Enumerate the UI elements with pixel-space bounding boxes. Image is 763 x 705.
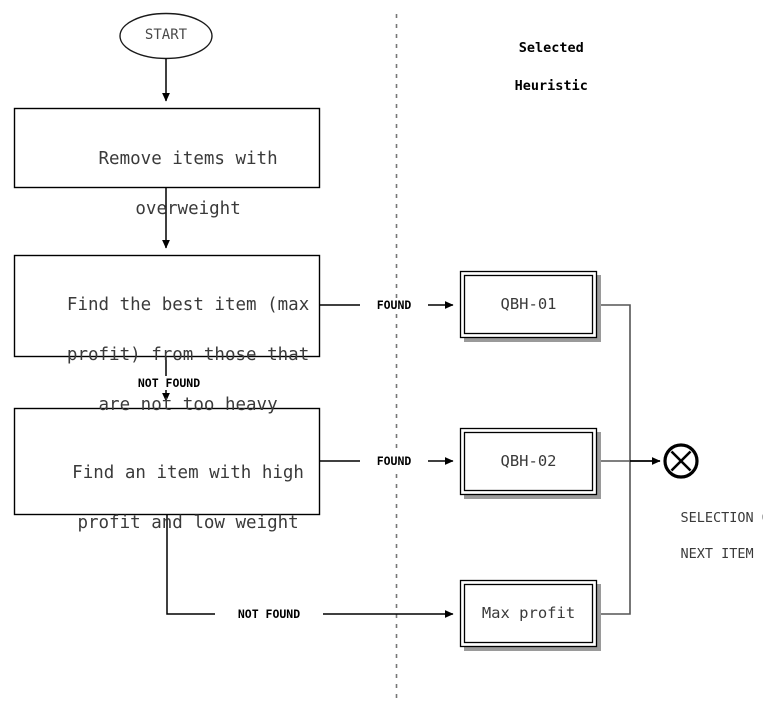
process-3-line-1: Find an item with high xyxy=(72,463,304,483)
process-label-remove-overweight: Remove items with overweight xyxy=(15,122,319,247)
terminal-caption-line-2: NEXT ITEM xyxy=(680,546,754,562)
column-title-selected-heuristic: Selected Heuristic xyxy=(440,20,630,115)
process-label-find-best-item: Find the best item (max profit) from tho… xyxy=(15,268,319,443)
heuristic-label-qbh-01: QBH-01 xyxy=(500,295,557,313)
process-1-line-1: Remove items with xyxy=(98,149,278,169)
edge-label-not-found-2: NOT FOUND xyxy=(215,607,323,621)
heuristic-box-max-profit-inner xyxy=(463,583,594,644)
heuristic-box-qbh-02-inner xyxy=(463,431,594,492)
edge-label-not-found-1: NOT FOUND xyxy=(111,376,227,390)
column-title-line-2: Heuristic xyxy=(514,78,588,94)
bus-max-profit-to-merge xyxy=(601,461,631,615)
edge-find-high-not-found xyxy=(166,515,454,618)
process-3-line-2: profit and low weight xyxy=(77,513,299,533)
process-box-find-high-profit xyxy=(13,407,321,516)
terminal-x-stroke-2 xyxy=(670,450,692,472)
process-2-line-2: profit) from those that xyxy=(66,345,310,365)
column-title-line-1: Selected xyxy=(518,40,584,56)
process-label-find-high-profit: Find an item with high profit and low we… xyxy=(15,436,319,561)
process-box-find-best-item xyxy=(13,254,321,358)
process-2-line-1: Find the best item (max xyxy=(66,295,310,315)
edge-label-found-2: FOUND xyxy=(360,454,428,468)
process-box-remove-overweight xyxy=(13,107,321,189)
heuristic-label-qbh-02: QBH-02 xyxy=(500,452,557,470)
edge-label-found-1: FOUND xyxy=(360,298,428,312)
heuristic-box-qbh-01-inner xyxy=(463,274,594,335)
terminal-caption: SELECTION OF NEXT ITEM xyxy=(648,491,763,581)
terminal-caption-line-1: SELECTION OF xyxy=(680,510,763,526)
start-node-label: START xyxy=(144,27,188,43)
bus-qbh-01-to-merge xyxy=(601,304,631,461)
heuristic-label-max-profit: Max profit xyxy=(481,604,576,622)
process-1-line-2: overweight xyxy=(135,199,241,219)
process-2-line-3: are not too heavy xyxy=(98,395,278,415)
